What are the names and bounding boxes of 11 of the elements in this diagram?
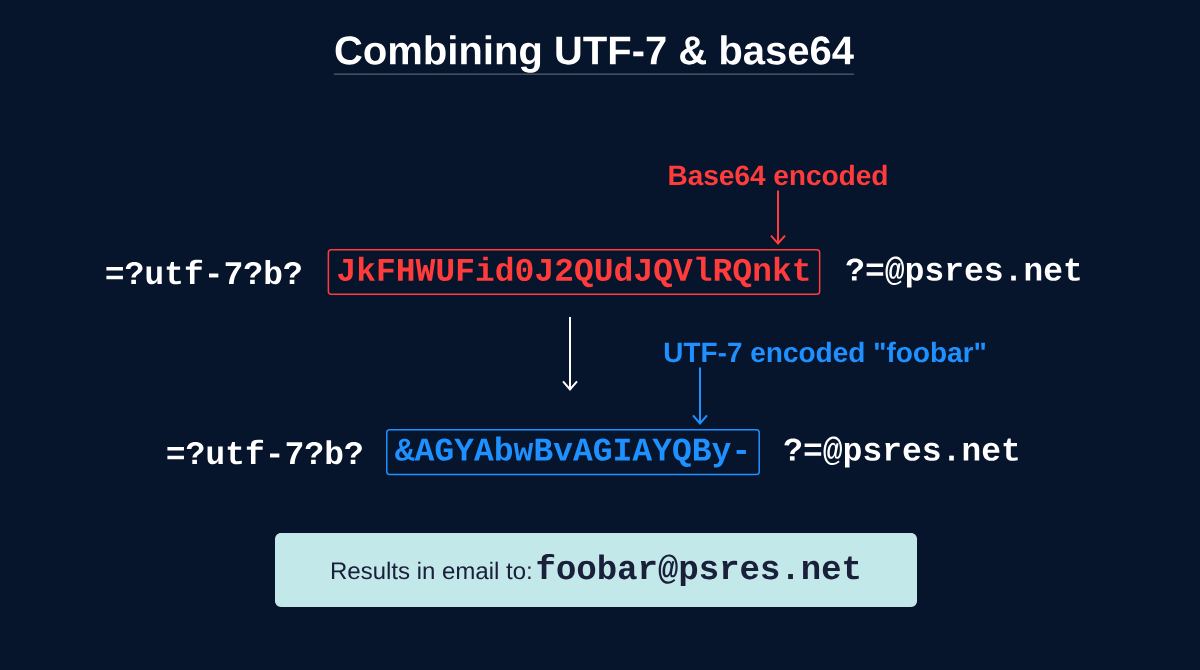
- title: Combining UTF-7 & base64: [333, 35, 855, 75]
- arrow: [692, 366, 708, 425]
- arrow: [770, 189, 786, 246]
- annotation-label: UTF-7 encoded "foobar": [664, 341, 985, 363]
- arrow: [562, 315, 578, 391]
- result-box: Results in email to: foobar@psres.net: [275, 533, 917, 607]
- encoded-word-part: =?utf-7?b?: [167, 439, 362, 465]
- annotation-label: Base64 encoded: [669, 164, 887, 186]
- highlight-box: &AGYAbwBvAGIAYQBy-: [386, 428, 760, 476]
- encoded-word-part: ?=@psres.net: [784, 436, 1018, 468]
- highlight-box: JkFHWUFid0J2QUdJQVlRQnkt: [327, 249, 821, 295]
